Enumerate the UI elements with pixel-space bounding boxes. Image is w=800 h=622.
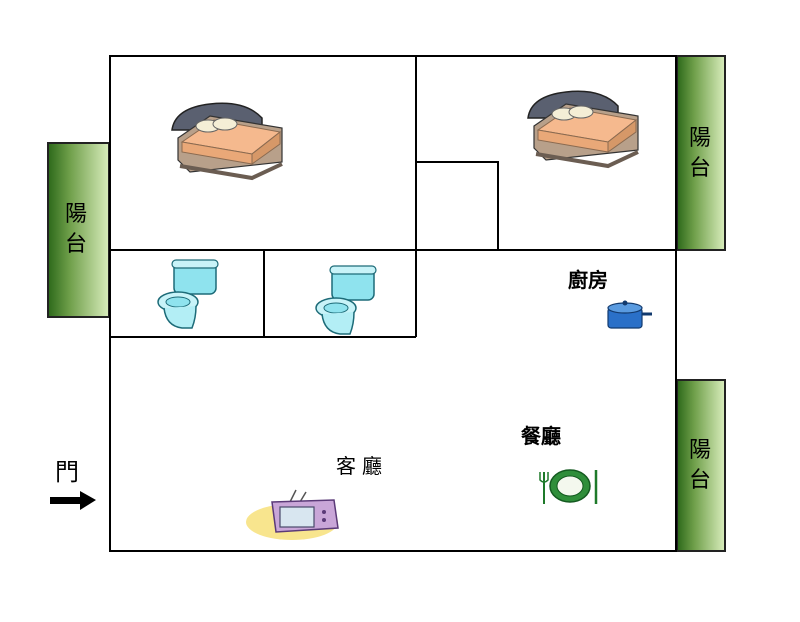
balcony-label-right-top: 陽台 [688,126,711,181]
arrow-right-icon [50,491,96,510]
kitchen-label: 廚房 [568,268,608,292]
balcony-label-right-bottom: 陽台 [688,438,711,493]
toilet-icon [315,265,377,335]
living-label: 客廳 [336,454,388,478]
pot-icon [607,300,652,329]
tv-icon [246,489,339,540]
balcony-left [47,142,110,318]
outer-wall [109,55,677,552]
door-label: 門 [55,458,79,486]
plate-icon [539,469,598,504]
bed-icon [171,102,283,181]
toilet-icon [157,259,219,329]
balcony-label-left: 陽台 [64,202,87,257]
wall-closet [416,161,499,250]
bed-icon [527,90,639,169]
dining-label: 餐廳 [521,424,561,448]
